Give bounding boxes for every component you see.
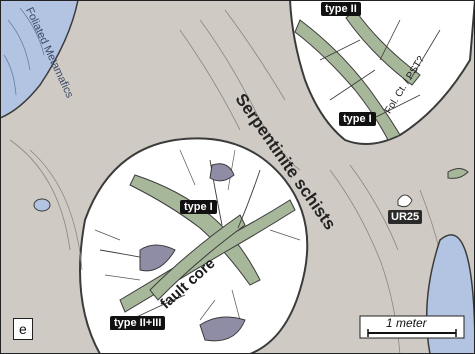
- scale-bar-label: 1 meter: [386, 316, 427, 330]
- panel-letter: e: [13, 318, 33, 340]
- type-ii-top-label: type II: [321, 2, 361, 16]
- type-ii-iii-label: type II+III: [110, 316, 165, 330]
- type-i-top-label: type I: [339, 112, 376, 126]
- pod: [34, 199, 50, 211]
- sample-label: UR25: [388, 210, 422, 224]
- type-i-mid-label: type I: [180, 200, 217, 214]
